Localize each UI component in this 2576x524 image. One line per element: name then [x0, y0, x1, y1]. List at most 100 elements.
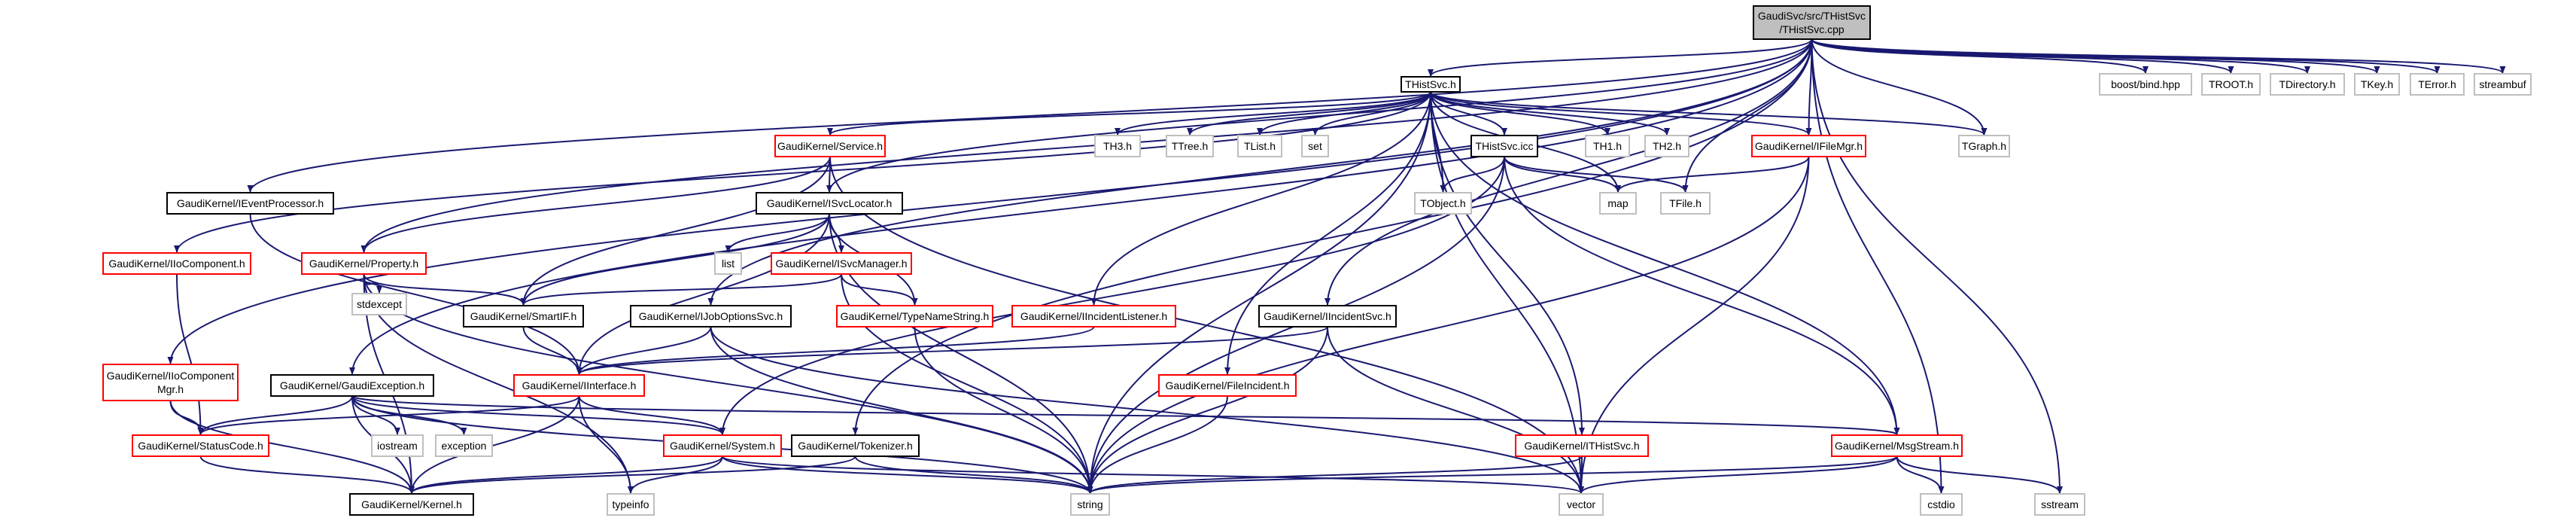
node-label: GaudiKernel/IIncidentSvc.h [1264, 310, 1391, 322]
edge [409, 455, 856, 494]
edge [349, 38, 1813, 375]
node-label: TDirectory.h [2279, 78, 2335, 90]
edge [829, 156, 1584, 494]
node-label: exception [442, 440, 487, 452]
edge [1312, 91, 1431, 136]
edge-root-to-isvclocator [826, 38, 1813, 193]
edge [1224, 91, 1431, 375]
node-box [607, 493, 655, 516]
node-terror: TError.h [2410, 73, 2465, 96]
edge [1811, 38, 2149, 74]
node-ieventprocessor[interactable]: GaudiKernel/IEventProcessor.h [166, 192, 334, 215]
node-string: string [1070, 493, 1110, 516]
node-property[interactable]: GaudiKernel/Property.h [301, 252, 427, 275]
node-box [1585, 135, 1630, 157]
node-label: GaudiKernel/IIncidentListener.h [1020, 310, 1167, 322]
edge [1578, 156, 1810, 494]
node-thistsvc_h[interactable]: THistSvc.h [1401, 76, 1461, 93]
node-ithistsvc[interactable]: GaudiKernel/ITHistSvc.h [1515, 434, 1649, 457]
edge [167, 38, 1813, 364]
node-fileincident[interactable]: GaudiKernel/FileIncident.h [1158, 374, 1297, 397]
node-iincidentsvc[interactable]: GaudiKernel/IIncidentSvc.h [1258, 305, 1397, 328]
edge [725, 213, 830, 253]
edge [1087, 455, 1583, 494]
edge [1430, 91, 1900, 435]
edge-thistsvc_h-to-thistsvc_icc [1430, 91, 1507, 136]
node-thistsvc_icc[interactable]: THistSvc.icc [1470, 135, 1538, 157]
node-box [1011, 305, 1176, 328]
node-box [2201, 73, 2261, 96]
edge-service-to-vector [829, 156, 1584, 494]
edge [360, 38, 1813, 253]
node-ifilemgr[interactable]: GaudiKernel/IFileMgr.h [1751, 135, 1866, 157]
edge-isvcmanager-to-typenamestring [841, 273, 918, 306]
edge [576, 326, 1328, 375]
node-label: GaudiKernel/ITHistSvc.h [1524, 440, 1639, 452]
node-label: typeinfo [612, 498, 649, 510]
node-label: TKey.h [2361, 78, 2393, 90]
node-iincidentlistener[interactable]: GaudiKernel/IIncidentListener.h [1011, 305, 1176, 328]
edge [1811, 38, 2063, 494]
edge [169, 400, 204, 435]
node-isvcmanager[interactable]: GaudiKernel/ISvcManager.h [771, 252, 912, 275]
node-iinterface[interactable]: GaudiKernel/IInterface.h [513, 374, 645, 397]
node-box [1258, 305, 1397, 328]
edge-root-to-cstdio [1811, 38, 1945, 494]
node-tokenizer[interactable]: GaudiKernel/Tokenizer.h [791, 434, 920, 457]
node-label: GaudiKernel/Kernel.h [361, 498, 462, 510]
node-system[interactable]: GaudiKernel/System.h [663, 434, 782, 457]
edge [176, 273, 204, 435]
node-label: /THistSvc.cpp [1779, 23, 1845, 35]
node-stdexcept: stdexcept [351, 293, 407, 315]
node-box [2410, 73, 2465, 96]
edge-thistsvc_h-to-ithistsvc [1430, 91, 1585, 435]
edge [1578, 455, 1585, 494]
edge-thistsvc_icc-to-tfile [1504, 156, 1689, 193]
node-isvclocator[interactable]: GaudiKernel/ISvcLocator.h [756, 192, 903, 215]
node-service[interactable]: GaudiKernel/Service.h [774, 135, 886, 157]
edge-msgstream-to-cstdio [1896, 455, 1945, 494]
edge-iiocomponentmgr-to-statuscode [169, 400, 204, 435]
node-box [836, 305, 993, 328]
node-label: TList.h [1244, 140, 1276, 152]
node-typenamestring[interactable]: GaudiKernel/TypeNameString.h [836, 305, 993, 328]
edge [174, 91, 1431, 253]
node-box [132, 434, 269, 457]
edge-gaudiexception-to-statuscode [197, 395, 353, 435]
node-root[interactable]: GaudiSvc/src/THistSvc/THistSvc.cpp [1753, 5, 1871, 40]
edge-thistsvc_h-to-set [1312, 91, 1431, 136]
node-tkey: TKey.h [2354, 73, 2400, 96]
node-label: TFile.h [1669, 197, 1702, 209]
node-box [349, 493, 474, 516]
edge [1257, 91, 1431, 136]
node-iocomponent[interactable]: GaudiKernel/IIoComponent.h [102, 252, 251, 275]
node-smartif[interactable]: GaudiKernel/SmartIF.h [463, 305, 584, 328]
node-label: TObject.h [1420, 197, 1465, 209]
edge [409, 395, 580, 494]
node-box [301, 252, 427, 275]
node-exception: exception [435, 434, 493, 457]
node-statuscode[interactable]: GaudiKernel/StatusCode.h [132, 434, 269, 457]
edge [854, 455, 1093, 494]
node-tlist: TList.h [1237, 135, 1282, 157]
node-kernel[interactable]: GaudiKernel/Kernel.h [349, 493, 474, 516]
edge-iincidentsvc-to-iinterface [576, 326, 1328, 375]
node-label: TH2.h [1653, 140, 1681, 152]
edge-thistsvc_icc-to-tobject [1440, 156, 1505, 193]
edge-thistsvc_icc-to-msgstream [1504, 156, 1900, 435]
edge [578, 395, 634, 494]
edge [852, 38, 1813, 435]
edge-typenamestring-to-string [914, 326, 1093, 494]
node-msgstream[interactable]: GaudiKernel/MsgStream.h [1831, 434, 1963, 457]
edge [409, 455, 723, 494]
edge-root-to-sstream [1811, 38, 2063, 494]
node-label: set [1308, 140, 1322, 152]
node-box [166, 192, 334, 215]
node-box [774, 135, 886, 157]
edge-isvclocator-to-iinterface [576, 213, 830, 375]
node-ijoboptionssvc[interactable]: GaudiKernel/IJobOptionsSvc.h [630, 305, 792, 328]
node-gaudiexception[interactable]: GaudiKernel/GaudiException.h [270, 374, 434, 397]
node-box [714, 252, 742, 275]
node-label: TH3.h [1103, 140, 1132, 152]
